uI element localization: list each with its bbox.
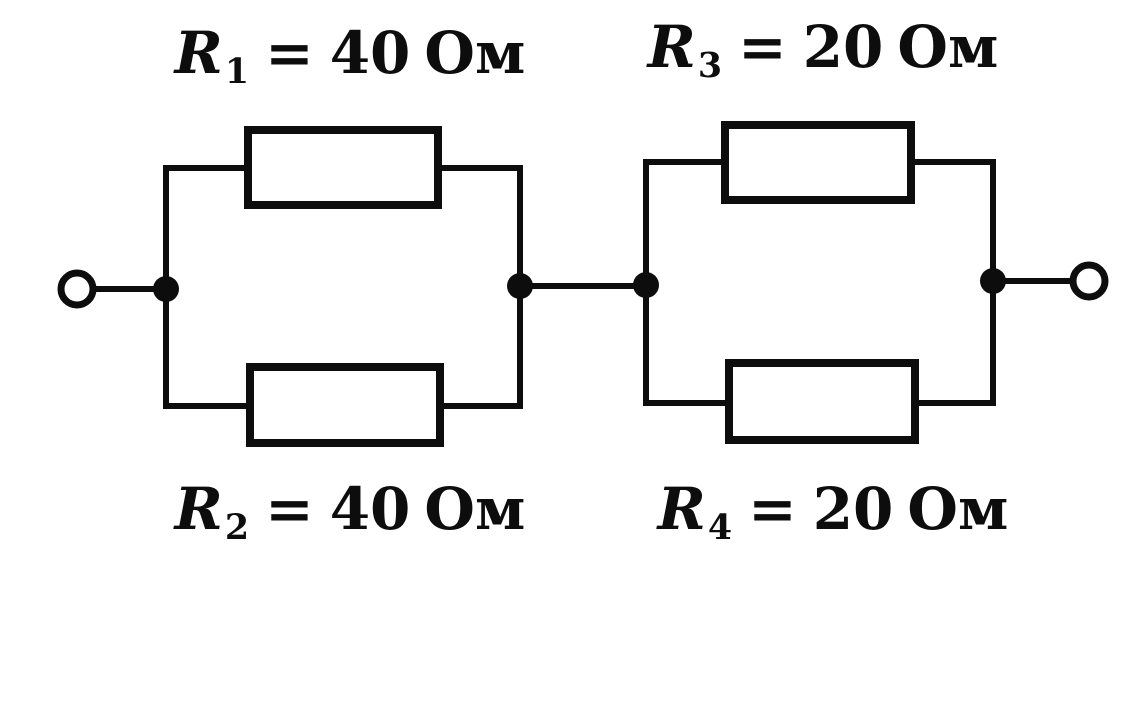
resistor-value: 40 xyxy=(329,475,411,543)
resistor-unit: Ом xyxy=(424,475,526,543)
resistor-value: 20 xyxy=(812,475,894,543)
resistor-box-r3 xyxy=(721,121,915,204)
junction-dot-mid-left xyxy=(507,273,533,299)
resistor-unit: Ом xyxy=(424,19,526,87)
resistor-symbol: R xyxy=(174,475,223,543)
equals-sign: = xyxy=(265,19,314,87)
equals-sign: = xyxy=(738,13,787,81)
resistor-value: 20 xyxy=(802,13,884,81)
equals-sign: = xyxy=(265,475,314,543)
resistor-subscript: 3 xyxy=(697,45,723,87)
right-terminal xyxy=(1069,261,1109,301)
resistor-symbol: R xyxy=(657,475,706,543)
equals-sign: = xyxy=(748,475,797,543)
resistor-value: 40 xyxy=(329,19,411,87)
resistor-subscript: 1 xyxy=(224,51,250,93)
junction-dot-mid-right xyxy=(633,272,659,298)
resistor-symbol: R xyxy=(174,19,223,87)
left-terminal xyxy=(57,269,97,309)
junction-dot-left xyxy=(153,276,179,302)
resistor-unit: Ом xyxy=(907,475,1009,543)
resistor-box-r4 xyxy=(725,359,919,444)
resistor-box-r2 xyxy=(246,363,444,447)
resistor-box-r1 xyxy=(244,126,442,209)
resistor-unit: Ом xyxy=(897,13,999,81)
resistor-subscript: 4 xyxy=(707,507,733,549)
resistor-symbol: R xyxy=(647,13,696,81)
resistor-subscript: 2 xyxy=(224,507,250,549)
